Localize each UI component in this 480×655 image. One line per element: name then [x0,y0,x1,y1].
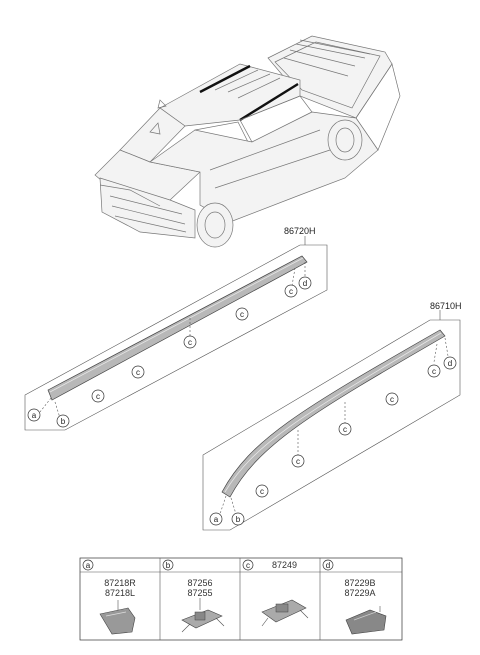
callout-circles [27,276,457,571]
legend-letter-a: a [86,561,91,570]
legend-part-number: 87218R [104,578,136,588]
legend-letter-d: d [326,561,330,570]
callout-c: c [260,487,264,496]
parts-legend-table [79,557,403,641]
assembly-86710h [202,310,461,531]
legend-letter-b: b [166,561,171,570]
callout-c: c [343,425,347,434]
callout-b: b [61,417,66,426]
part-b-illustration [181,598,225,633]
legend-part-number: 87229B [344,578,375,588]
callout-a: a [214,515,219,524]
callout-a: a [32,411,37,420]
callout-b: b [236,515,241,524]
part-c-illustration [261,599,309,627]
callout-letters: a b c c c c c d a b c c c c c d a b c d … [32,279,452,598]
callout-c: c [390,395,394,404]
legend-part-number: 87256 [187,578,212,588]
assembly-86720h [24,236,328,431]
callout-c: c [296,457,300,466]
callout-c: c [240,310,244,319]
callout-c: c [96,392,100,401]
callout-c: c [188,338,192,347]
callout-c: c [289,287,293,296]
callout-c: c [136,368,140,377]
part-a-illustration [99,600,136,635]
legend-part-number: 87255 [187,588,212,598]
part-d-illustration [345,606,387,635]
part-number-86710h: 86710H [430,301,462,311]
legend-part-number: 87249 [272,560,297,570]
part-number-86720h: 86720H [284,226,316,236]
legend-part-number: 87229A [344,588,375,598]
legend-part-number: 87218L [105,588,135,598]
vehicle-illustration [94,35,401,248]
callout-c: c [432,367,436,376]
callout-d: d [303,279,307,288]
legend-letter-c: c [246,561,250,570]
callout-d: d [448,359,452,368]
